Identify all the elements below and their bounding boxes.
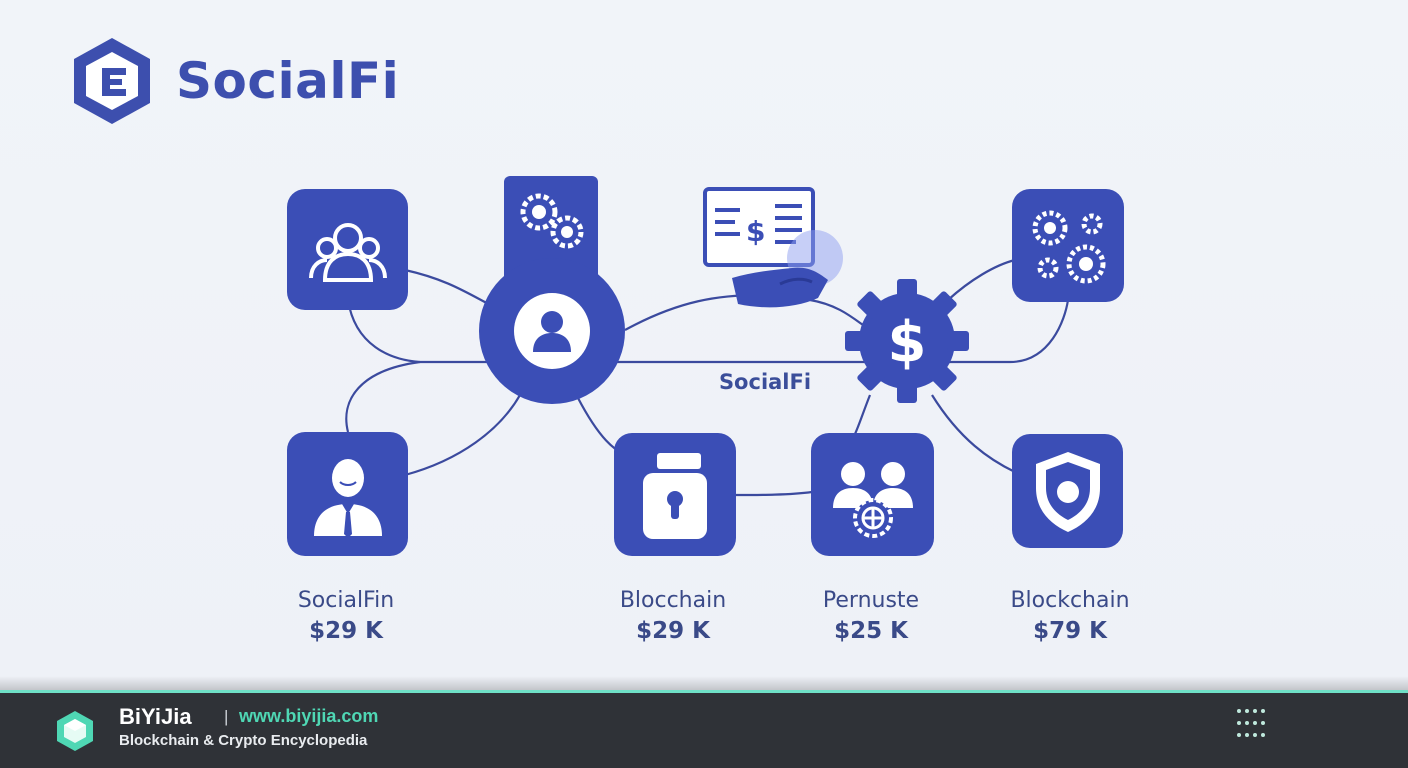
node-dollar-gear: $ — [842, 276, 972, 406]
node-community — [287, 189, 408, 310]
logo: SocialFi — [70, 36, 399, 126]
footer-bar — [0, 690, 1408, 768]
caption-price: $29 K — [636, 618, 710, 644]
caption-price: $25 K — [834, 618, 908, 644]
svg-text:$: $ — [746, 215, 765, 248]
brand-name[interactable]: BiYiJia — [119, 704, 192, 729]
caption-socialfin: SocialFin $29 K — [246, 586, 446, 646]
diagram-canvas — [0, 0, 1408, 690]
caption-blockchain: Blockchain $79 K — [970, 586, 1170, 646]
user-hub-inner — [514, 293, 590, 369]
node-user-hub — [479, 258, 625, 404]
page-title: SocialFi — [176, 52, 400, 110]
grid-dots-icon[interactable] — [1236, 708, 1266, 738]
caption-pernuste: Pernuste $25 K — [771, 586, 971, 646]
caption-name: Blockchain — [1010, 588, 1130, 613]
caption-name: Pernuste — [822, 588, 920, 613]
dollar-gear-icon: $ — [845, 279, 969, 403]
brand-url-link[interactable]: www.biyijia.com — [239, 706, 379, 726]
businessman-icon — [313, 459, 382, 538]
gears-icon — [520, 193, 584, 249]
shield-icon — [1035, 452, 1100, 532]
node-businessman — [287, 432, 408, 556]
node-lock — [614, 433, 736, 556]
footer-accent-line — [0, 690, 1408, 693]
node-people-network — [811, 433, 934, 556]
brand-tagline: Blockchain & Crypto Encyclopedia — [119, 732, 368, 749]
socialfi-logo-icon — [74, 38, 150, 124]
payment-card-hand-icon: $ — [703, 187, 843, 308]
caption-name: SocialFin — [297, 588, 395, 613]
footer-shadow — [0, 676, 1408, 690]
biyijia-logo-icon[interactable] — [56, 710, 94, 752]
node-shield — [1012, 434, 1123, 548]
caption-price: $79 K — [1033, 618, 1107, 644]
people-globe-icon — [832, 461, 913, 538]
user-icon — [533, 311, 571, 352]
brand-separator: | — [224, 707, 229, 726]
group-users-icon — [308, 222, 387, 282]
multi-gears-icon — [1032, 210, 1106, 283]
caption-blocchain: Blocchain $29 K — [573, 586, 773, 646]
svg-text:$: $ — [888, 310, 927, 375]
padlock-icon — [643, 452, 707, 539]
caption-price: $29 K — [309, 618, 383, 644]
center-label: SocialFi — [718, 370, 812, 394]
node-multi-gears — [1012, 189, 1124, 302]
node-payment: $ — [700, 186, 850, 316]
caption-name: Blocchain — [619, 588, 727, 613]
